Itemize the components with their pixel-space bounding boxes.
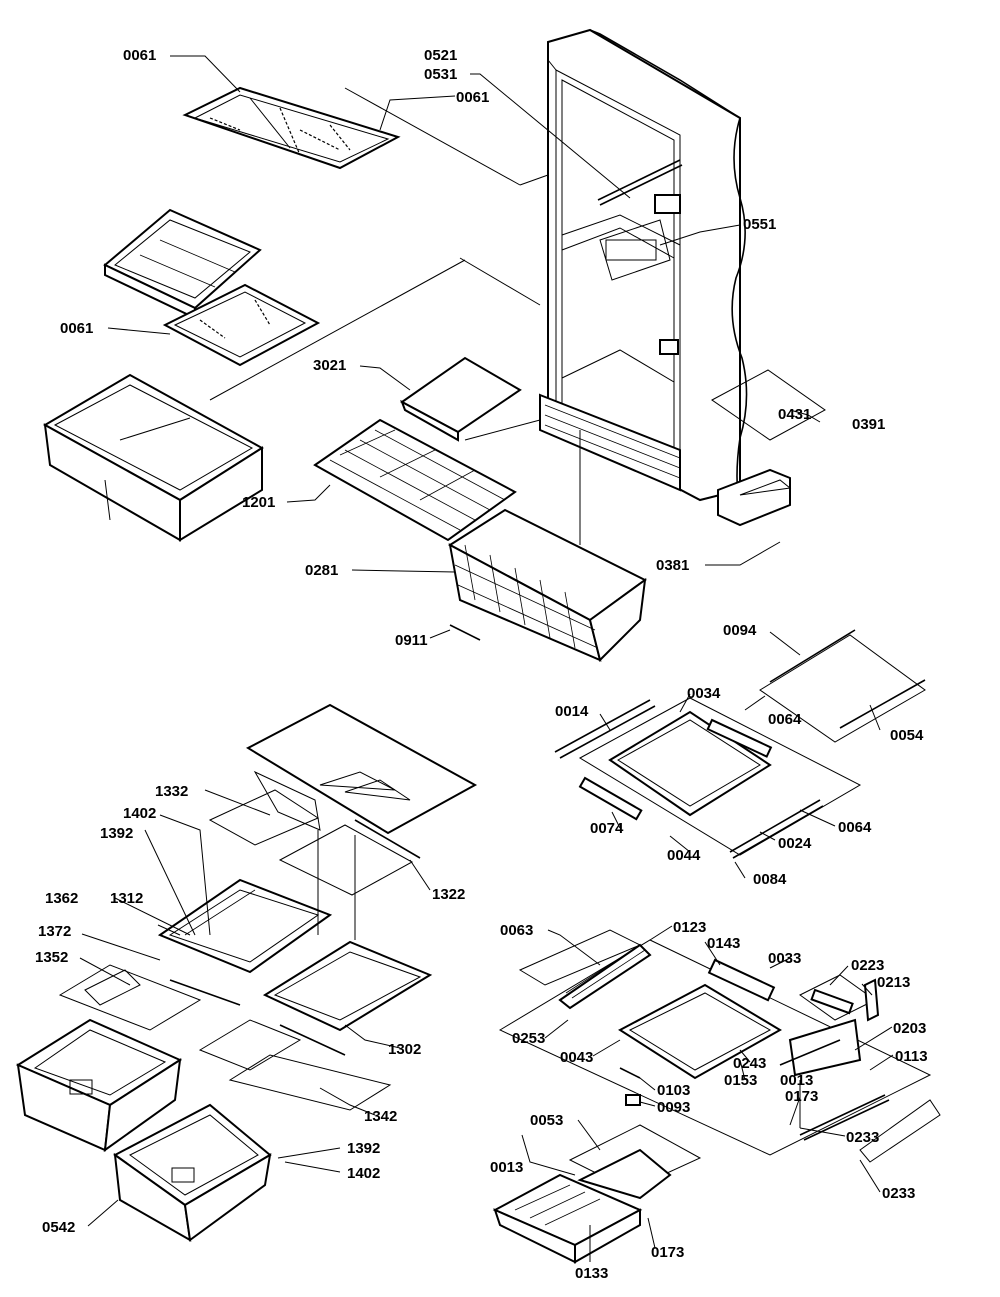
part-label: 0223 — [851, 957, 884, 974]
part-label: 0243 — [733, 1055, 766, 1072]
part-label: 0133 — [575, 1265, 608, 1282]
part-label: 0053 — [530, 1112, 563, 1129]
part-label: 0014 — [555, 703, 589, 720]
part-label: 0233 — [882, 1185, 915, 1202]
freezer-bin — [103, 208, 262, 320]
part-label: 1342 — [364, 1108, 397, 1125]
part-label: 0431 — [778, 406, 811, 423]
part-label: 0213 — [877, 974, 910, 991]
leader-lines-mid-right — [599, 631, 881, 879]
part-label: 1392 — [347, 1140, 380, 1157]
freezer-shelf-top — [182, 86, 401, 170]
part-label: 0061 — [456, 89, 489, 106]
part-label: 0064 — [838, 819, 872, 836]
freezer-drawer-large — [42, 373, 264, 542]
part-label: 1201 — [242, 494, 275, 511]
part-label: 0253 — [512, 1030, 545, 1047]
ice-bucket — [400, 356, 522, 442]
part-label: 0281 — [305, 562, 338, 579]
part-label: 0043 — [560, 1049, 593, 1066]
part-label: 0911 — [395, 632, 428, 649]
ice-maker-cover-outline — [711, 369, 826, 441]
part-label: 0024 — [778, 835, 812, 852]
part-label: 0542 — [42, 1219, 75, 1236]
part-label: 0063 — [500, 922, 533, 939]
wire-basket — [448, 508, 647, 662]
part-label: 1332 — [155, 783, 188, 800]
part-label: 1322 — [432, 886, 465, 903]
part-label: 0103 — [657, 1082, 690, 1099]
part-label: 0044 — [667, 847, 701, 864]
part-label: 0013 — [780, 1072, 813, 1089]
part-label: 0531 — [424, 66, 457, 83]
leader-lines-bottom-right — [521, 925, 894, 1262]
ice-maker — [717, 468, 792, 527]
part-label: 0094 — [723, 622, 757, 639]
part-label: 1302 — [388, 1041, 421, 1058]
leader-lines-top — [107, 55, 821, 639]
door-bin-assembly — [498, 929, 941, 1163]
refrigerator-cabinet — [539, 28, 748, 511]
part-label: 0061 — [60, 320, 93, 337]
part-label: 0013 — [490, 1159, 523, 1176]
refrigerator-shelf-assembly — [554, 629, 926, 859]
part-label: 1402 — [347, 1165, 380, 1182]
part-label: 1402 — [123, 805, 156, 822]
crisper-drawer-left — [15, 1018, 183, 1153]
part-label: 1352 — [35, 949, 68, 966]
crisper-cover-assembly — [208, 703, 478, 896]
part-label: 0064 — [768, 711, 802, 728]
part-label: 0173 — [785, 1088, 818, 1105]
part-label: 1312 — [110, 890, 143, 907]
freezer-shelf-mid — [162, 283, 321, 367]
part-label: 0381 — [656, 557, 689, 574]
basket-handle — [449, 624, 481, 641]
part-label: 0074 — [590, 820, 624, 837]
part-label: 0143 — [707, 935, 740, 952]
part-label: 0521 — [424, 47, 457, 64]
part-label: 0391 — [852, 416, 885, 433]
part-label: 0033 — [768, 950, 801, 967]
crisper-frame-left — [157, 878, 333, 974]
part-label: 0084 — [753, 871, 787, 888]
part-label: 0054 — [890, 727, 924, 744]
part-label: 0203 — [893, 1020, 926, 1037]
part-label: 1362 — [45, 890, 78, 907]
part-label: 0173 — [651, 1244, 684, 1261]
part-label: 0093 — [657, 1099, 690, 1116]
part-labels: 0061 0521 0531 0061 0551 0061 3021 0431 … — [35, 47, 928, 1282]
leader-lines-bottom-left — [79, 789, 431, 1227]
crisper-divider-pieces — [58, 964, 392, 1111]
crisper-drawer-right — [113, 1103, 272, 1242]
dairy-bin — [492, 1124, 702, 1264]
part-label: 0113 — [895, 1048, 928, 1065]
part-label: 3021 — [313, 357, 346, 374]
part-label: 0551 — [743, 216, 776, 233]
part-label: 0123 — [673, 919, 706, 936]
part-label: 1392 — [100, 825, 133, 842]
part-label: 0233 — [846, 1129, 879, 1146]
part-label: 0061 — [123, 47, 156, 64]
crisper-frame-right — [262, 940, 433, 1032]
part-label: 0034 — [687, 685, 721, 702]
part-label: 0153 — [724, 1072, 757, 1089]
part-label: 1372 — [38, 923, 71, 940]
wire-shelf — [313, 418, 517, 542]
